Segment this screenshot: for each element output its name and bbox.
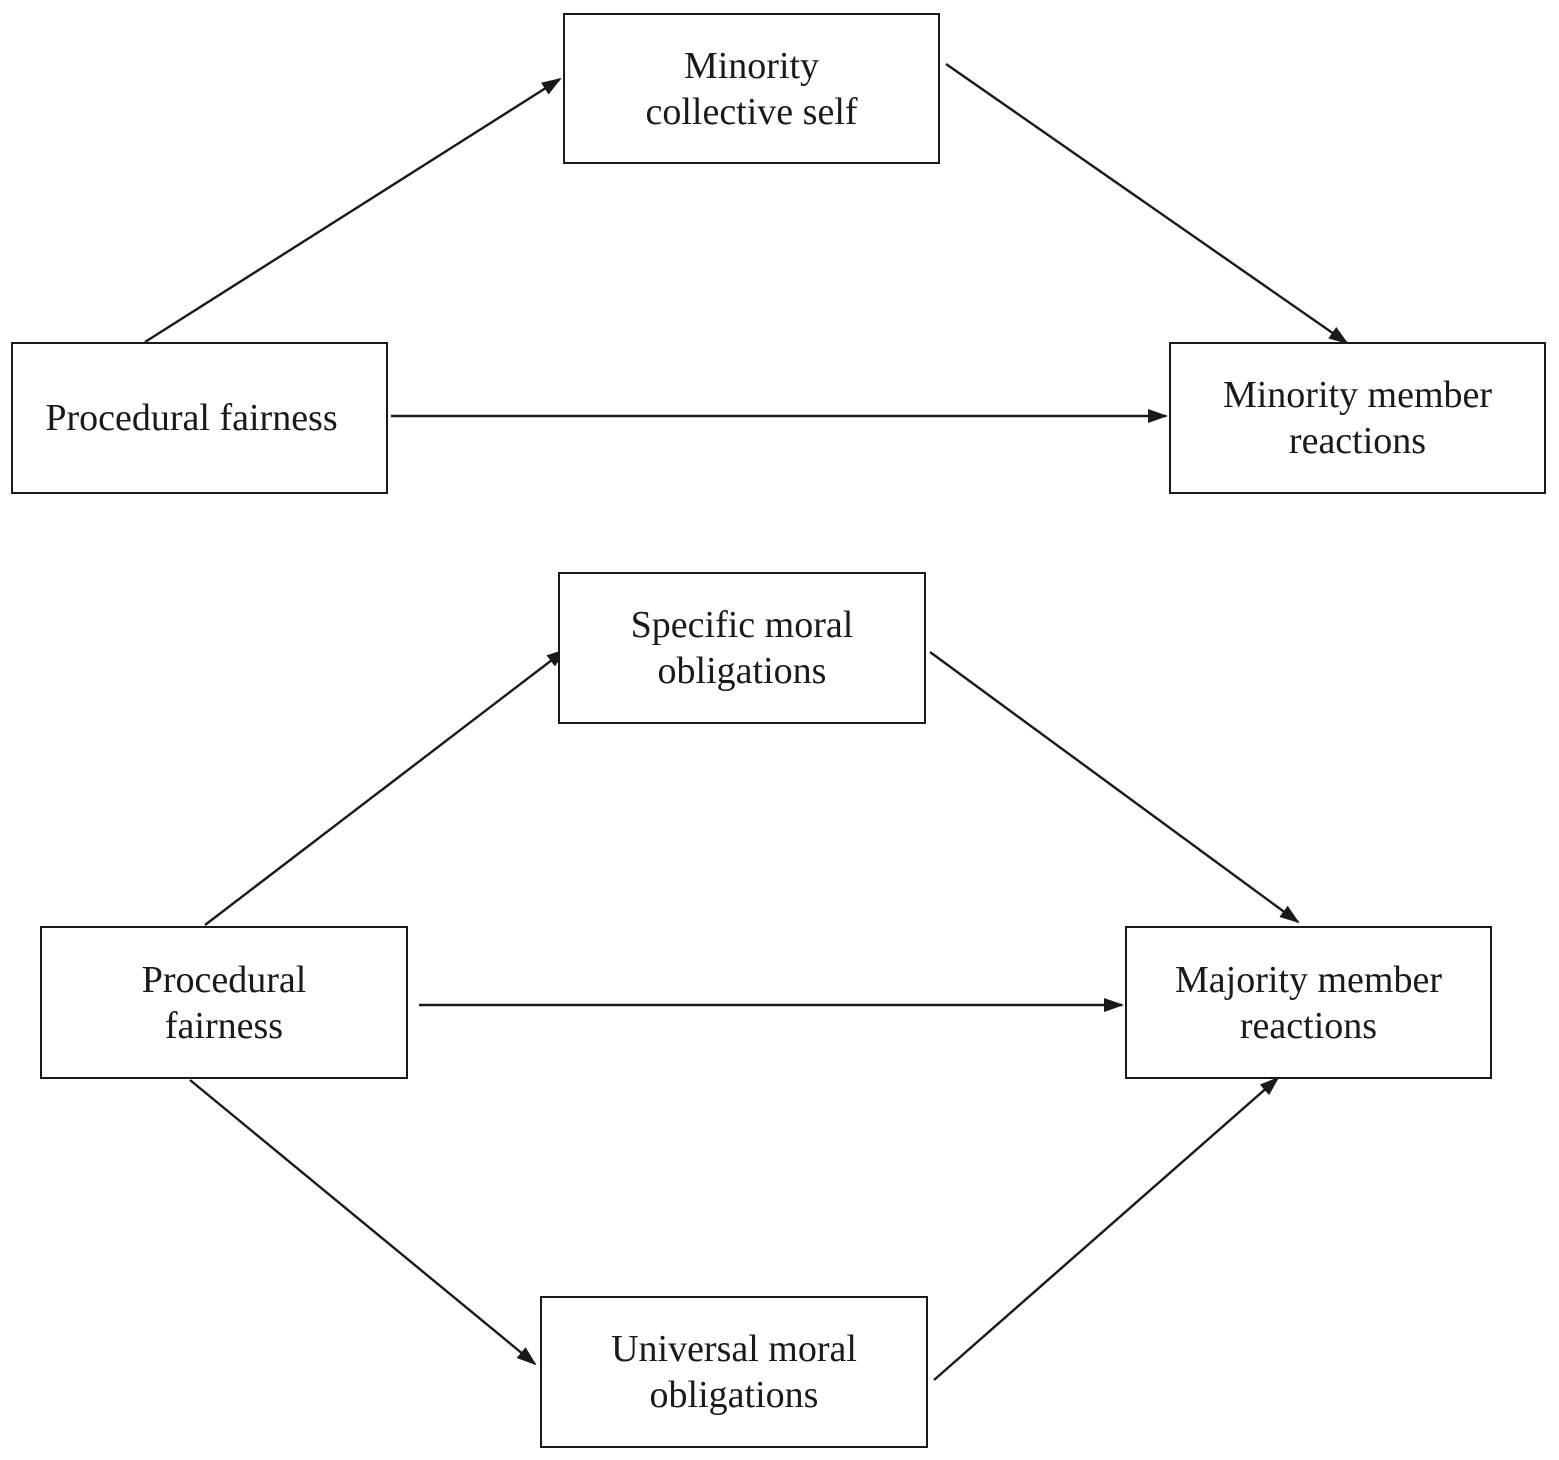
arrow-procedural-fairness-bottom-to-universal-moral-obligations [189,1079,537,1366]
node-label: Specific moral obligations [630,604,854,692]
node-specific-moral-obligations: Specific moral obligations [558,572,926,724]
node-label: Minority member reactions [1222,374,1493,462]
arrow-procedural-fairness-bottom-to-specific-moral-obligations [204,648,567,926]
node-label: Minority collective self [645,44,858,133]
node-majority-member-reactions: Majority member reactions [1125,926,1492,1079]
arrow-minority-collective-self-to-minority-member-reactions [945,63,1349,345]
arrow-procedural-fairness-top-to-minority-collective-self [144,77,562,344]
node-label: Procedural fairness [141,958,307,1047]
node-procedural-fairness-bottom: Procedural fairness [40,926,408,1079]
node-label: Universal moral obligations [611,1328,857,1416]
node-label: Procedural fairness [45,397,338,439]
node-universal-moral-obligations: Universal moral obligations [540,1296,928,1448]
arrow-specific-moral-obligations-to-majority-member-reactions [929,651,1300,924]
node-procedural-fairness-top: Procedural fairness [11,342,388,494]
arrow-universal-moral-obligations-to-majority-member-reactions [933,1076,1280,1381]
node-label: Majority member reactions [1175,958,1442,1047]
node-minority-collective-self: Minority collective self [563,13,940,164]
node-minority-member-reactions: Minority member reactions [1169,342,1546,494]
